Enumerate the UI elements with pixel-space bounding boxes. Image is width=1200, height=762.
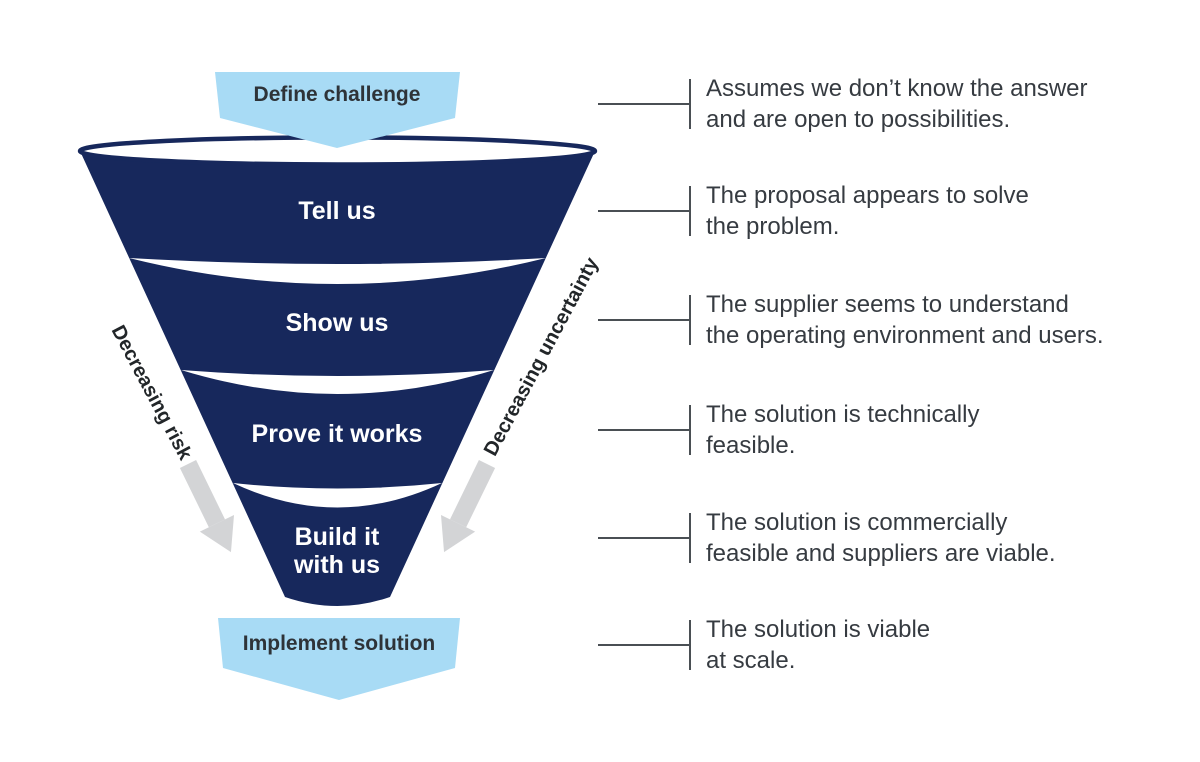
annotation-line: Assumes we don’t know the answer	[706, 75, 1088, 102]
annotation-row: The solution is viable at scale.	[598, 614, 930, 676]
bracket-icon	[598, 620, 691, 670]
annotation-row: Assumes we don’t know the answer and are…	[598, 73, 1088, 135]
funnel-gap-3	[233, 483, 442, 508]
annotation-line: and are open to possibilities.	[706, 106, 1011, 133]
bracket-icon	[598, 513, 691, 563]
annotation-text: Assumes we don’t know the answer and are…	[706, 73, 1088, 135]
bracket-icon	[598, 405, 691, 455]
annotation-row: The solution is commercially feasible an…	[598, 507, 1056, 569]
annotation-line: at scale.	[706, 647, 796, 674]
stage-label-build-it-line2: with us	[293, 551, 381, 579]
annotation-row: The proposal appears to solve the proble…	[598, 180, 1029, 242]
bracket-icon	[598, 295, 691, 345]
annotation-text: The supplier seems to understand the ope…	[706, 289, 1104, 351]
left-down-arrow-icon	[179, 460, 235, 553]
define-challenge-banner-shape	[215, 72, 460, 148]
annotation-line: feasible.	[706, 432, 796, 459]
annotation-line: The solution is viable	[706, 616, 931, 643]
stage-label-build-it-with-us: Build it with us	[294, 523, 380, 579]
annotation-line: the operating environment and users.	[706, 322, 1104, 349]
annotation-line: the problem.	[706, 213, 840, 240]
annotation-line: feasible and suppliers are viable.	[706, 540, 1056, 567]
annotation-text: The solution is commercially feasible an…	[706, 507, 1056, 569]
annotation-line: The solution is technically	[706, 401, 980, 428]
annotation-line: The proposal appears to solve	[706, 182, 1029, 209]
bracket-icon	[598, 79, 691, 129]
stage-label-tell-us: Tell us	[298, 197, 376, 225]
funnel-gap-1	[129, 258, 546, 284]
annotation-text: The solution is technically feasible.	[706, 399, 979, 461]
annotation-text: The proposal appears to solve the proble…	[706, 180, 1029, 242]
annotation-row: The solution is technically feasible.	[598, 399, 979, 461]
right-down-arrow-icon	[440, 460, 496, 553]
define-challenge-label: Define challenge	[253, 83, 421, 106]
stage-label-build-it-line1: Build it	[294, 523, 380, 551]
implement-solution-label: Implement solution	[242, 632, 436, 655]
stage-label-show-us: Show us	[285, 309, 389, 337]
bracket-icon	[598, 186, 691, 236]
annotation-line: The supplier seems to understand	[706, 291, 1069, 318]
annotation-row: The supplier seems to understand the ope…	[598, 289, 1104, 351]
annotation-text: The solution is viable at scale.	[706, 614, 930, 676]
funnel-gap-2	[181, 370, 494, 394]
annotation-line: The solution is commercially	[706, 509, 1008, 536]
stage-label-prove-it-works: Prove it works	[251, 420, 423, 448]
implement-solution-banner-shape	[218, 618, 460, 700]
